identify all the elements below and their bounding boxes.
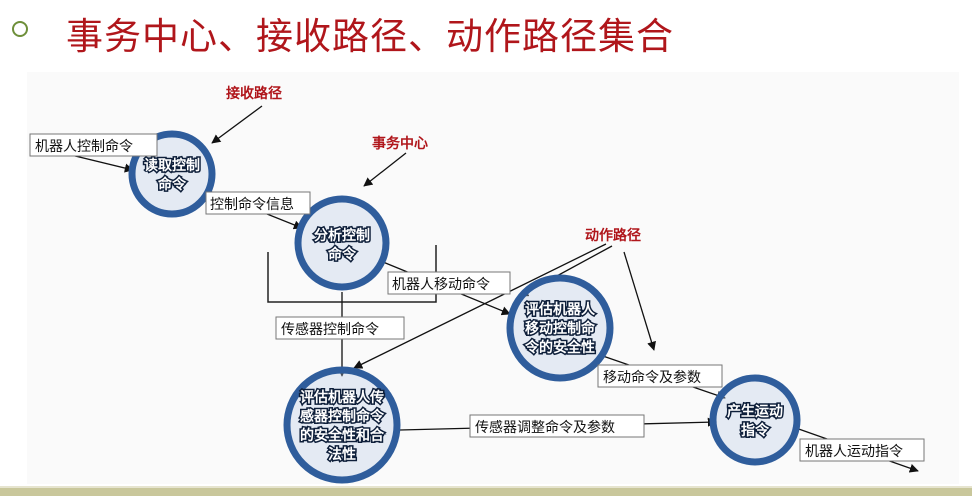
bullet-circle-icon [12,21,28,37]
data-flow-diagram: 读取控制 命令 分析控制 命令 评估机器人 移动控制命 令的安全性 评估机器人传… [29,85,925,484]
node-read-control-command: 读取控制 命令 [128,130,216,218]
svg-text:机器人运动指令: 机器人运动指令 [805,444,903,460]
annotation-receive-path: 接收路径 [226,85,282,102]
node-analyze-label-1: 分析控制 [314,227,370,244]
flow-label-control-cmd-info: 控制命令信息 [205,191,311,215]
annotation-transaction-center: 事务中心 [372,135,428,152]
annotation-arrow-transaction [363,152,407,187]
node-eval-sensor-label-2: 感器控制命令 [300,408,385,425]
slide-title: 事务中心、接收路径、动作路径集合 [66,15,674,58]
node-eval-sensor-label-3: 的安全性和合 [300,427,385,444]
flow-label-robot-control-cmd: 机器人控制命令 [29,133,158,157]
svg-text:控制命令信息: 控制命令信息 [210,196,294,213]
annotation-arrow-action-3 [623,251,656,351]
node-eval-sensor-label-4: 法性 [328,446,356,463]
flow-label-robot-move-cmd: 机器人移动命令 [387,271,511,295]
node-generate-label-2: 指令 [741,422,770,439]
node-analyze-label-2: 命令 [327,246,357,263]
node-eval-move-label-2: 移动控制命 [525,320,596,337]
annotation-arrow-action-1 [353,243,607,369]
node-generate-label-1: 产生运动 [727,403,783,420]
node-read-label-2: 命令 [157,176,187,193]
footer-band-shade [0,486,972,488]
svg-text:传感器控制命令: 传感器控制命令 [281,321,379,338]
flow-label-move-cmd-params: 移动命令及参数 [597,364,723,388]
annotation-action-path: 动作路径 [585,227,641,244]
footer-band [0,488,972,496]
flow-label-sensor-adjust-params: 传感器调整命令及参数 [469,414,645,438]
node-eval-move-safety: 评估机器人 移动控制命 令的安全性 [506,274,614,382]
svg-text:移动命令及参数: 移动命令及参数 [603,369,701,386]
svg-text:机器人移动命令: 机器人移动命令 [392,276,490,293]
svg-text:传感器调整命令及参数: 传感器调整命令及参数 [475,419,615,436]
node-eval-sensor-label-1: 评估机器人传 [300,389,384,406]
node-analyze-control-command: 分析控制 命令 [294,195,390,291]
node-eval-sensor-safety: 评估机器人传 感器控制命令 的安全性和合 法性 [283,366,401,484]
svg-text:机器人控制命令: 机器人控制命令 [35,138,133,155]
annotation-arrow-receive [211,105,263,144]
diagram-panel: 读取控制 命令 分析控制 命令 评估机器人 移动控制命 令的安全性 评估机器人传… [27,72,959,484]
node-read-label-1: 读取控制 [144,157,200,174]
node-eval-move-label-1: 评估机器人 [525,301,596,318]
flow-label-sensor-control-cmd: 传感器控制命令 [275,316,405,340]
flow-label-robot-motion-instr: 机器人运动指令 [799,438,925,462]
node-generate-motion-instruction: 产生运动 指令 [709,374,801,466]
node-eval-move-label-3: 令的安全性 [524,339,595,356]
